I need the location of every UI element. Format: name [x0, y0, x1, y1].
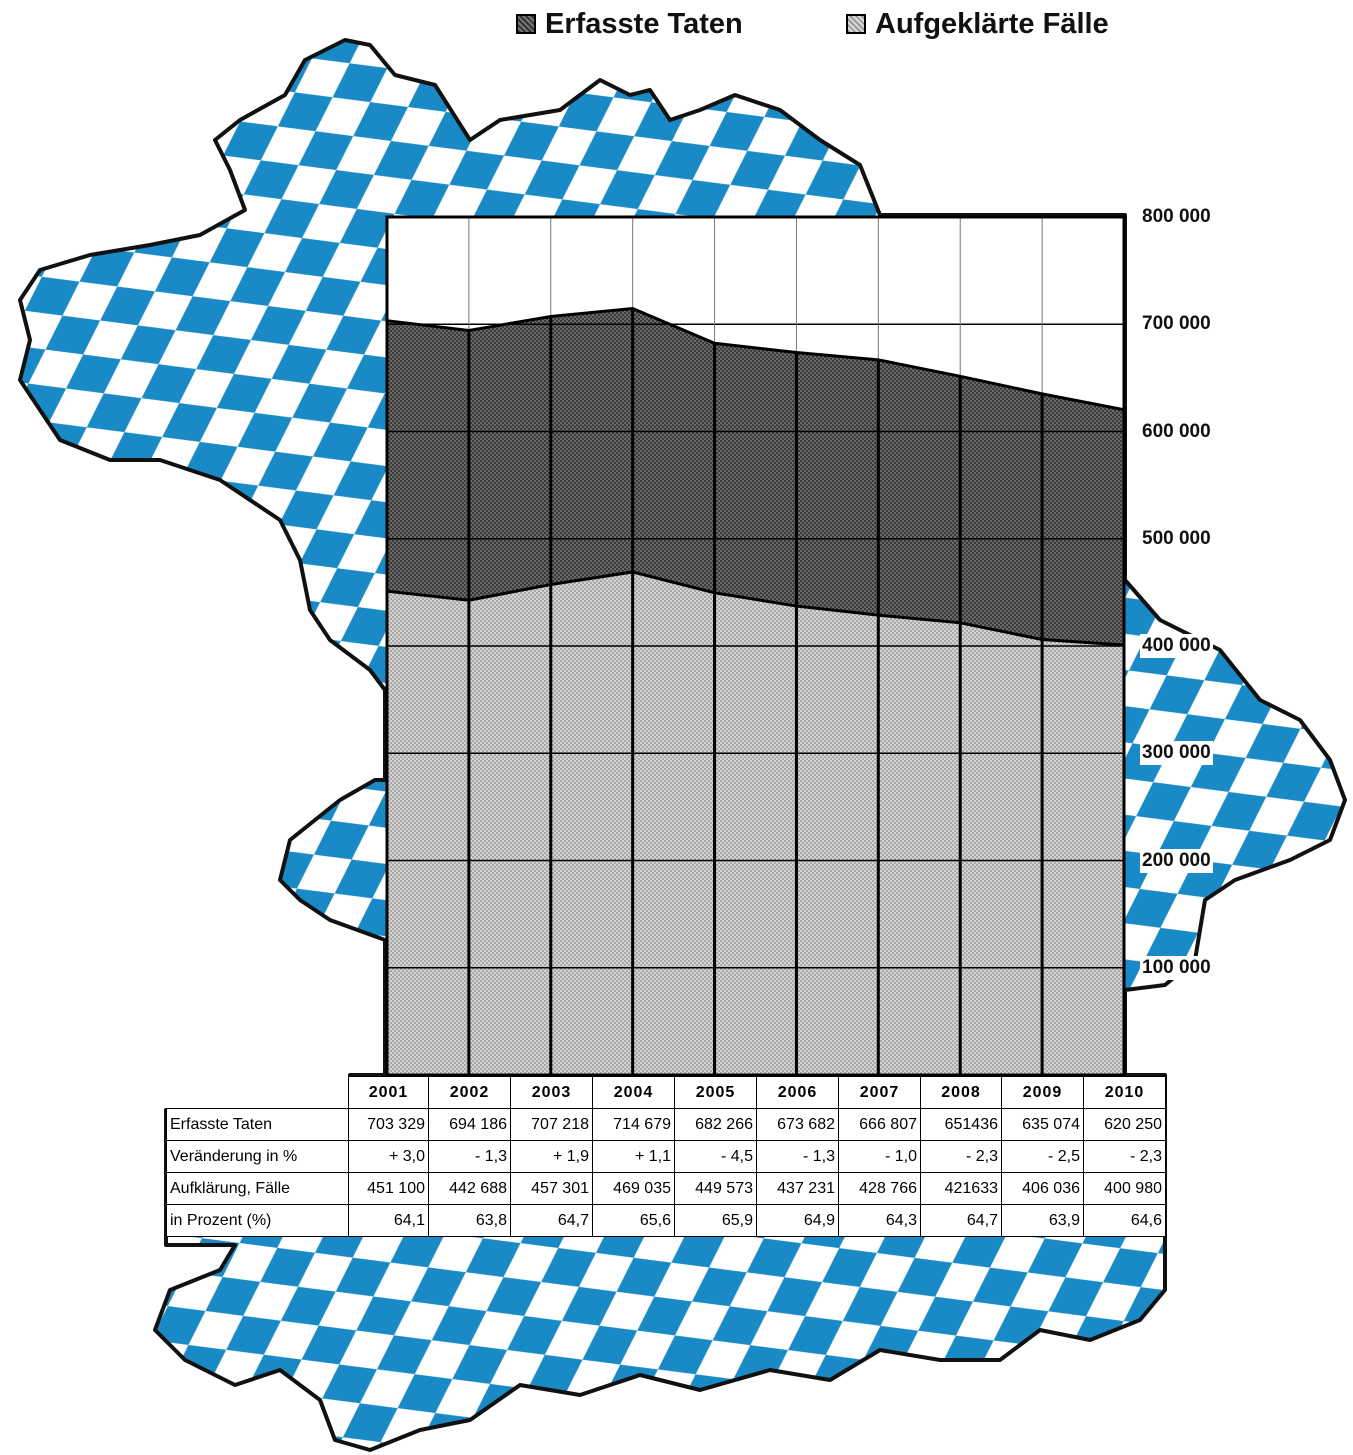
year-header: 2002 — [428, 1076, 511, 1109]
legend-label: Aufgeklärte Fälle — [875, 7, 1109, 40]
year-header: 2010 — [1083, 1076, 1166, 1109]
table-cell: 451 100 — [348, 1172, 429, 1205]
row-label: Veränderung in % — [166, 1140, 349, 1173]
legend-label: Erfasste Taten — [545, 7, 743, 40]
table-cell: 682 266 — [674, 1108, 757, 1141]
table-cell: 64,7 — [920, 1204, 1002, 1237]
legend-swatch-dark — [516, 14, 536, 34]
table-cell: 469 035 — [592, 1172, 675, 1205]
table-cell: 64,3 — [838, 1204, 921, 1237]
table-cell: - 2,3 — [1083, 1140, 1166, 1173]
table-cell: 63,8 — [428, 1204, 511, 1237]
table-cell: 442 688 — [428, 1172, 511, 1205]
table-cell: 673 682 — [756, 1108, 839, 1141]
table-cell: 64,1 — [348, 1204, 429, 1237]
table-corner — [167, 1077, 349, 1109]
table-header-row: 2001 2002 2003 2004 2005 2006 2007 2008 … — [167, 1076, 1166, 1109]
table-cell: 428 766 — [838, 1172, 921, 1205]
year-header: 2007 — [838, 1076, 921, 1109]
table-cell: 714 679 — [592, 1108, 675, 1141]
table-cell: 64,9 — [756, 1204, 839, 1237]
y-tick-label: 700 000 — [1140, 312, 1213, 337]
table-cell: 421633 — [920, 1172, 1002, 1205]
table-cell: 703 329 — [348, 1108, 429, 1141]
y-tick-label: 200 000 — [1140, 848, 1213, 873]
table-cell: - 2,3 — [920, 1140, 1002, 1173]
year-header: 2009 — [1001, 1076, 1084, 1109]
table-cell: 666 807 — [838, 1108, 921, 1141]
year-header: 2006 — [756, 1076, 839, 1109]
table-cell: + 1,9 — [510, 1140, 593, 1173]
year-header: 2001 — [348, 1076, 429, 1109]
legend-swatch-light — [846, 14, 866, 34]
table-cell: 65,9 — [674, 1204, 757, 1237]
table-cell: 635 074 — [1001, 1108, 1084, 1141]
table-cell: 64,7 — [510, 1204, 593, 1237]
row-label: Aufklärung, Fälle — [166, 1172, 349, 1205]
row-label: Erfasste Taten — [166, 1108, 349, 1141]
y-tick-label: 500 000 — [1140, 526, 1213, 551]
legend-item-erfasste-taten: Erfasste Taten — [516, 4, 743, 44]
table-row: Veränderung in %+ 3,0- 1,3+ 1,9+ 1,1- 4,… — [166, 1140, 1166, 1173]
table-cell: 694 186 — [428, 1108, 511, 1141]
legend-item-aufgeklaerte-faelle: Aufgeklärte Fälle — [846, 4, 1109, 44]
table-cell: - 2,5 — [1001, 1140, 1084, 1173]
table-cell: + 3,0 — [348, 1140, 429, 1173]
y-tick-label: 100 000 — [1140, 955, 1213, 980]
table-cell: - 1,3 — [756, 1140, 839, 1173]
plot-frame — [385, 215, 1126, 1077]
y-tick-label: 300 000 — [1140, 741, 1213, 766]
table-cell: 457 301 — [510, 1172, 593, 1205]
y-tick-label: 600 000 — [1140, 419, 1213, 444]
row-label: in Prozent (%) — [166, 1204, 349, 1237]
y-tick-label: 400 000 — [1140, 634, 1213, 658]
table-cell: + 1,1 — [592, 1140, 675, 1173]
table-cell: 64,6 — [1083, 1204, 1166, 1237]
year-header: 2003 — [510, 1076, 593, 1109]
table-cell: 651436 — [920, 1108, 1002, 1141]
table-cell: - 1,0 — [838, 1140, 921, 1173]
table-cell: 449 573 — [674, 1172, 757, 1205]
table-cell: 65,6 — [592, 1204, 675, 1237]
y-tick-label: 800 000 — [1140, 205, 1213, 229]
table-cell: - 1,3 — [428, 1140, 511, 1173]
table-cell: 437 231 — [756, 1172, 839, 1205]
table-cell: 707 218 — [510, 1108, 593, 1141]
table-cell: 400 980 — [1083, 1172, 1166, 1205]
table-cell: 620 250 — [1083, 1108, 1166, 1141]
year-header: 2008 — [920, 1076, 1002, 1109]
table-cell: - 4,5 — [674, 1140, 757, 1173]
series-line-erfasste-taten — [386, 306, 1125, 412]
table-cell: 406 036 — [1001, 1172, 1084, 1205]
data-table: 2001 2002 2003 2004 2005 2006 2007 2008 … — [166, 1076, 1166, 1237]
year-header: 2005 — [674, 1076, 757, 1109]
year-header: 2004 — [592, 1076, 675, 1109]
series-line-aufgeklaerte-faelle — [386, 570, 1125, 647]
table-cell: 63,9 — [1001, 1204, 1084, 1237]
area-series-aufgeklaerte-faelle — [387, 571, 1124, 1075]
